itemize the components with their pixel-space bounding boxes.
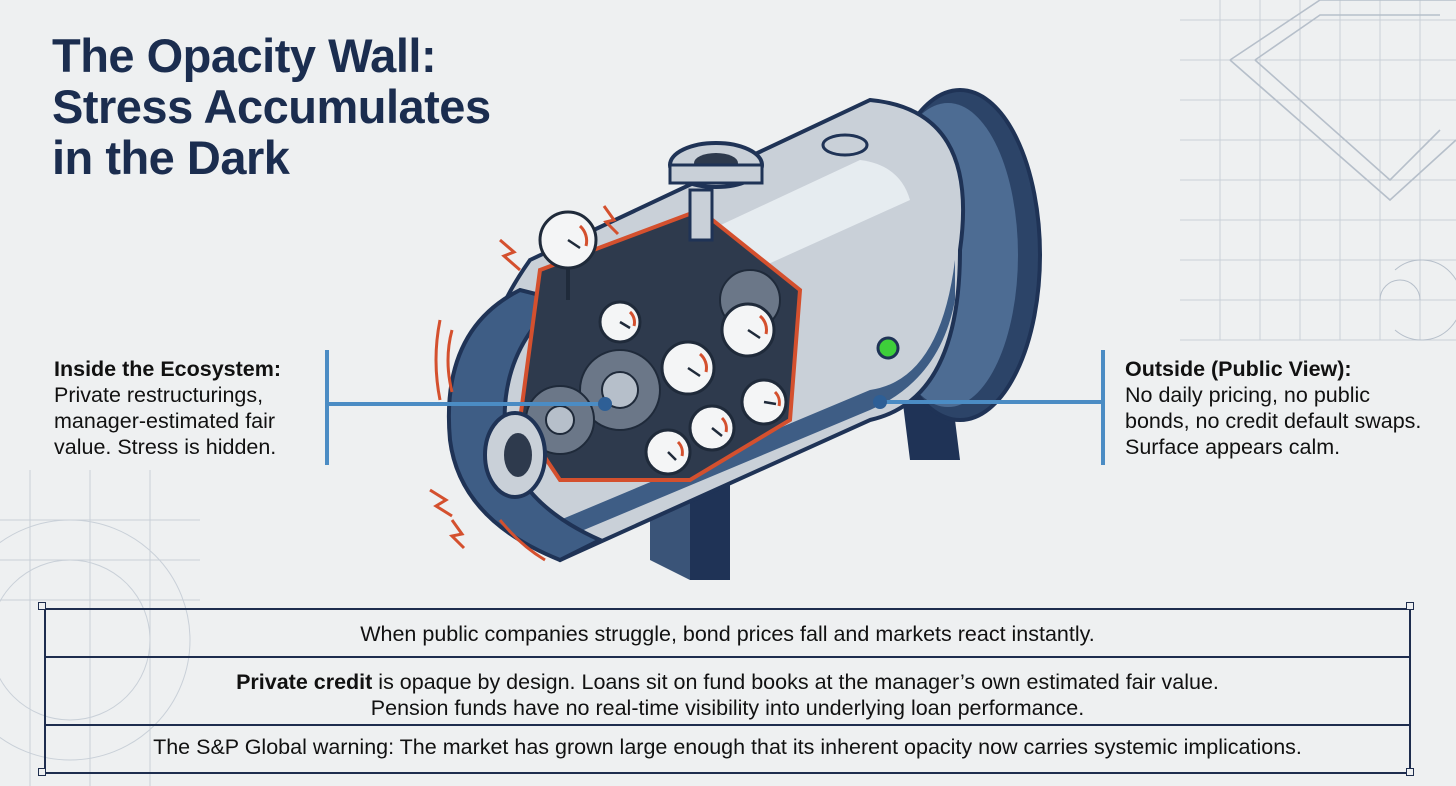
left-connector xyxy=(325,350,605,465)
info-row-private-credit: Private credit is opaque by design. Loan… xyxy=(46,669,1409,721)
info-row-3-text: The S&P Global warning: The market has g… xyxy=(153,735,1302,759)
title-line-3: in the Dark xyxy=(52,131,290,184)
panel-corner-marker xyxy=(1406,768,1414,776)
info-row-2-text: is opaque by design. Loans sit on fund b… xyxy=(372,670,1219,694)
callout-public-view: Outside (Public View): No daily pricing,… xyxy=(1125,356,1425,460)
callout-outside-body: No daily pricing, no public bonds, no cr… xyxy=(1125,383,1422,459)
private-credit-term: Private credit xyxy=(236,670,373,694)
panel-corner-marker xyxy=(38,768,46,776)
callout-inside-body: Private restructurings, manager-estimate… xyxy=(54,383,277,459)
status-light-icon xyxy=(876,336,900,360)
info-row-1-text: When public companies struggle, bond pri… xyxy=(360,622,1095,646)
info-row-sp-warning: The S&P Global warning: The market has g… xyxy=(46,734,1409,760)
right-connector xyxy=(880,350,1105,465)
info-divider xyxy=(46,724,1409,726)
callout-outside-heading: Outside (Public View): xyxy=(1125,357,1352,381)
top-pipe xyxy=(688,188,714,242)
panel-corner-marker xyxy=(38,602,46,610)
callout-inside-ecosystem: Inside the Ecosystem: Private restructur… xyxy=(54,356,319,460)
panel-corner-marker xyxy=(1406,602,1414,610)
page-title: The Opacity Wall: Stress Accumulates in … xyxy=(52,30,672,183)
stress-spark-icon xyxy=(429,205,620,562)
tank-left-dish xyxy=(446,287,605,563)
title-line-2: Stress Accumulates xyxy=(52,80,491,133)
info-divider xyxy=(46,656,1409,658)
info-row-2-line2: Pension funds have no real-time visibili… xyxy=(370,696,1085,720)
callout-inside-heading: Inside the Ecosystem: xyxy=(54,357,282,381)
title-line-1: The Opacity Wall: xyxy=(52,29,437,82)
info-panel: When public companies struggle, bond pri… xyxy=(44,608,1411,774)
info-row-public-markets: When public companies struggle, bond pri… xyxy=(46,621,1409,647)
